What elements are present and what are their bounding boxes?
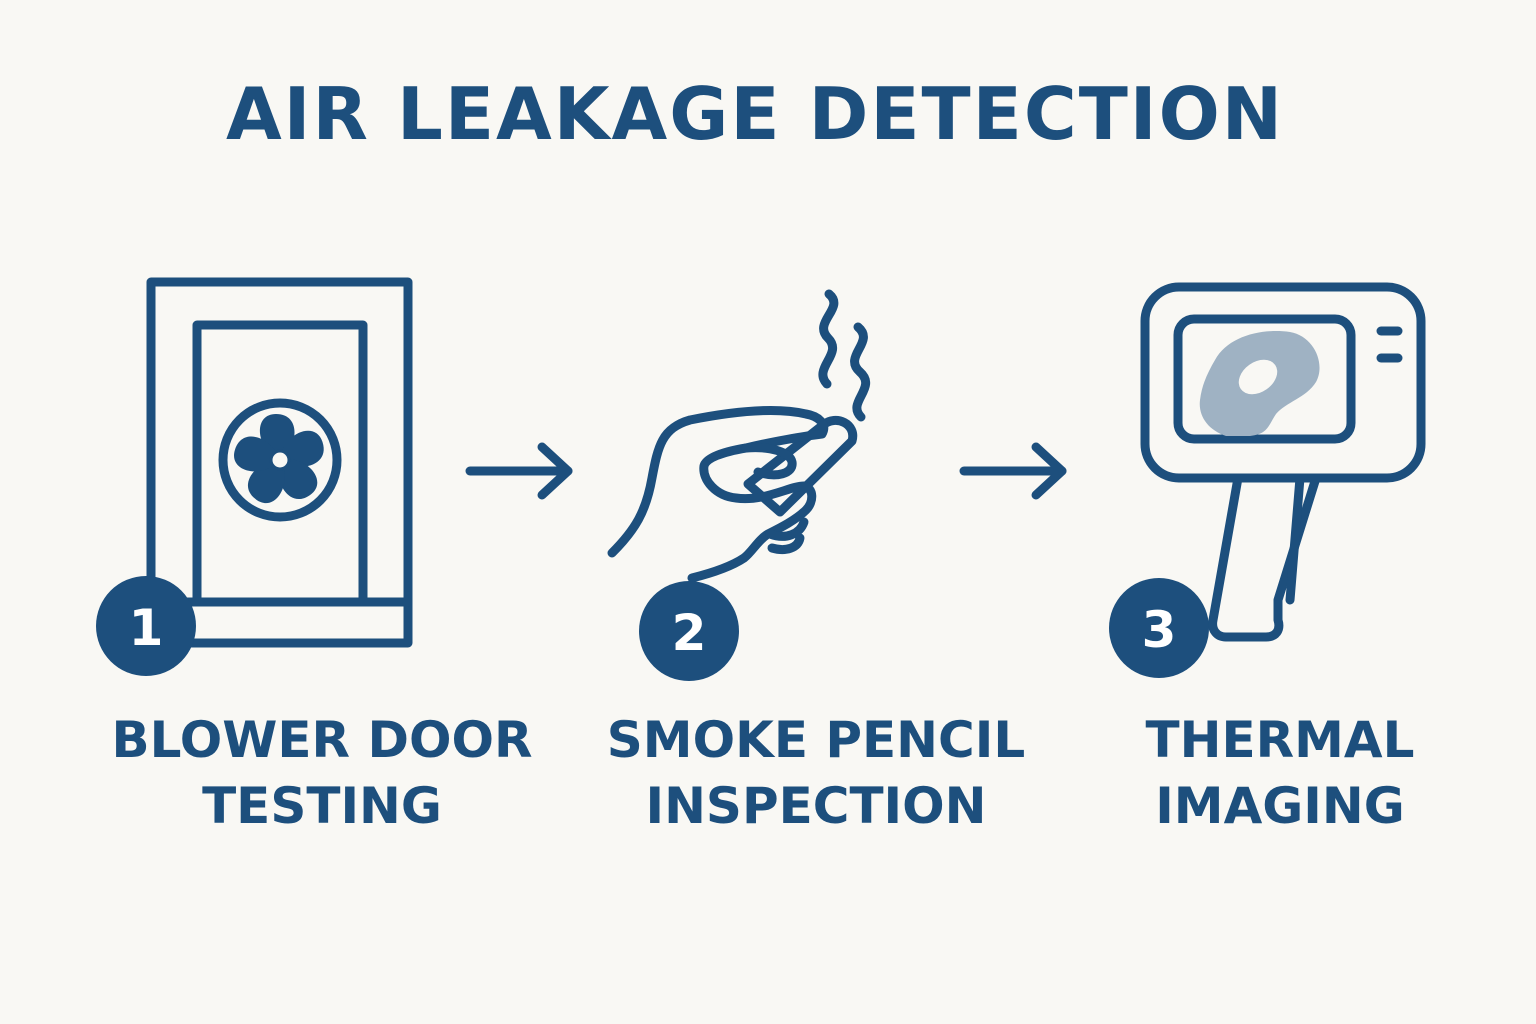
- fan-housing: [218, 398, 342, 522]
- step-1-label-line1: BLOWER DOOR: [111, 711, 533, 769]
- step-3-label-line1: THERMAL: [1145, 711, 1415, 769]
- step-3-label: THERMAL IMAGING: [1040, 707, 1520, 839]
- step-2-label: SMOKE PENCIL INSPECTION: [576, 707, 1056, 839]
- arrow-right-icon: [959, 442, 1067, 500]
- camera-handle: [1208, 473, 1321, 642]
- step-2-label-line2: INSPECTION: [645, 777, 987, 835]
- step-1-badge: 1: [96, 576, 196, 676]
- step-2-label-line1: SMOKE PENCIL: [606, 711, 1026, 769]
- hand-thumb: [741, 443, 797, 480]
- step-1-number: 1: [129, 599, 164, 657]
- smoke-wisp-right: [850, 322, 871, 422]
- handle-trigger-line: [1285, 473, 1305, 605]
- hand-holding-smoke-pencil-icon: [607, 289, 871, 583]
- step-1-label-line2: TESTING: [202, 777, 442, 835]
- page-title: AIR LEAKAGE DETECTION: [225, 72, 1285, 156]
- arrow-right-icon: [465, 442, 573, 500]
- door-frame: [146, 277, 413, 648]
- thermal-camera-icon: [1140, 282, 1426, 642]
- step-2-badge: 2: [639, 581, 739, 681]
- step-3-badge: 3: [1109, 578, 1209, 678]
- step-1-label: BLOWER DOOR TESTING: [82, 707, 562, 839]
- step-2-number: 2: [672, 604, 707, 662]
- hand-knuckles: [765, 517, 809, 555]
- step-3-label-line2: IMAGING: [1155, 777, 1405, 835]
- smoke-wisp-left: [818, 289, 839, 389]
- fan-blades-icon: [234, 414, 324, 503]
- blower-door-fan-icon: [146, 277, 413, 648]
- smoke-pencil: [743, 415, 858, 517]
- step-3-number: 3: [1142, 601, 1177, 659]
